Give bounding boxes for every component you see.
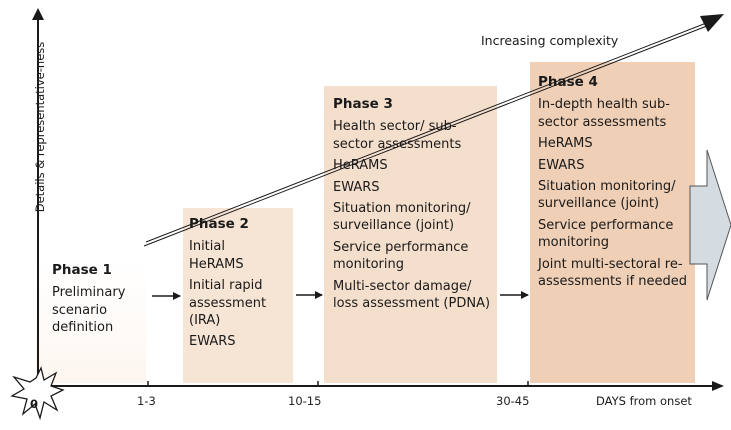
phase-4-box: Phase 4 In-depth health sub-sector asses… [530, 62, 695, 383]
x-tick-label: 10-15 [288, 394, 322, 408]
phase-1-box: Phase 1 Preliminary scenario definition [36, 262, 146, 383]
big-arrow-shape [689, 149, 731, 301]
y-axis-label: Details & representative-ness [33, 41, 47, 213]
x-axis-label: DAYS from onset [596, 394, 692, 408]
complexity-label: Increasing complexity [481, 33, 619, 48]
phase-3-item: Multi-sector damage/ loss assessment (PD… [333, 278, 491, 312]
x-tick-label: 30-45 [496, 394, 530, 408]
x-tick-label: 1-3 [137, 394, 156, 408]
complexity-arrow [143, 14, 724, 247]
phase-4-item: In-depth health sub-sector assessments [538, 97, 670, 130]
phase-4-item: Joint multi-sectoral re-assessments if n… [538, 256, 688, 290]
phase-2-box: Phase 2 Initial HeRAMS Initial rapid ass… [183, 208, 293, 383]
phase-2-item: Initial HeRAMS [189, 239, 244, 272]
phase-4-item: Service performance monitoring [538, 217, 674, 251]
y-axis-arrowhead [32, 8, 44, 20]
x-axis-arrowhead [712, 381, 724, 391]
phase-3-item: Service performance monitoring [333, 239, 469, 273]
phase-3-box: Phase 3 Health sector/ sub-sector assess… [324, 86, 497, 383]
phase-4-item: EWARS [538, 157, 585, 173]
phase-3-title: Phase 3 [333, 96, 393, 112]
phase-3-item: EWARS [333, 179, 380, 195]
phase-4-item: Situation monitoring/ surveillance (join… [538, 179, 676, 212]
phase-3-item: Situation monitoring/ surveillance (join… [333, 201, 471, 234]
phase-2-title: Phase 2 [189, 216, 249, 232]
phase-3-item: HeRAMS [333, 158, 388, 174]
phase-2-item: Initial rapid assessment (IRA) [189, 278, 267, 329]
phase-1-item: Preliminary scenario definition [52, 285, 126, 336]
phase-2-item: EWARS [189, 334, 236, 350]
onset-starburst-icon [10, 366, 65, 421]
phase-4-item: HeRAMS [538, 136, 593, 152]
origin-label: 0 [30, 397, 39, 411]
phase-1-title: Phase 1 [52, 262, 112, 278]
